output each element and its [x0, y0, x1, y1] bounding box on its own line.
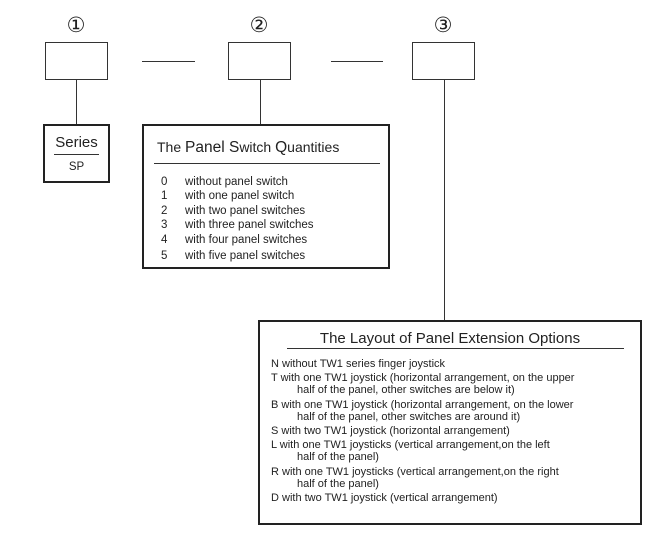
quantities-title-part: Panel S: [185, 139, 240, 156]
quantity-option: 3 with three panel switches: [161, 218, 313, 232]
separator-dash-2: [331, 61, 383, 62]
layout-options-list: N without TW1 series finger joystick T w…: [271, 358, 574, 504]
quantities-panel: The Panel Switch Quantities 0 without pan…: [142, 124, 390, 269]
quantities-title-part: uantities: [287, 139, 340, 155]
separator-dash-1: [142, 61, 195, 62]
layout-option: T with one TW1 joystick (horizontal arra…: [271, 372, 574, 396]
quantity-text: without panel switch: [185, 176, 288, 188]
connector-series: [76, 80, 77, 125]
layout-option-continuation: half of the panel, other switches are ar…: [297, 410, 521, 423]
quantity-key: 0: [161, 176, 168, 188]
quantity-text: with two panel switches: [185, 204, 306, 217]
layout-option-continuation: half of the panel): [297, 477, 379, 490]
connector-layout: [444, 80, 445, 321]
quantity-key: 3: [161, 219, 168, 232]
layout-option-line: B with one TW1 joystick (horizontal arra…: [271, 398, 574, 411]
layout-options-panel: The Layout of Panel Extension Options N …: [258, 320, 642, 525]
code-box-1: [45, 42, 108, 80]
layout-option-line: S with two TW1 joystick (horizontal arra…: [271, 425, 510, 438]
series-divider: [54, 154, 99, 155]
layout-option-line: R with one TW1 joysticks (vertical arran…: [271, 465, 559, 478]
quantity-text: with one panel switch: [185, 190, 295, 203]
layout-option: D with two TW1 joystick (vertical arrang…: [271, 492, 574, 504]
layout-option: S with two TW1 joystick (horizontal arra…: [271, 425, 574, 437]
quantity-key: 4: [161, 233, 168, 246]
quantity-key: 1: [161, 190, 168, 203]
layout-option-continuation: half of the panel): [297, 451, 379, 464]
quantity-key: 2: [161, 204, 168, 217]
quantities-title-part: witch: [239, 139, 276, 155]
quantities-title-part: Q: [275, 139, 288, 156]
series-panel: Series SP: [43, 124, 110, 183]
quantities-title: The Panel Switch Quantities: [157, 139, 339, 157]
quantities-title-part: The: [157, 139, 186, 155]
marker-3: ③: [433, 14, 453, 37]
quantity-option: 4 with four panel switches: [161, 233, 313, 247]
layout-option-line: D with two TW1 joystick (vertical arrang…: [271, 492, 498, 505]
quantities-divider: [154, 163, 380, 164]
layout-option: L with one TW1 joysticks (vertical arran…: [271, 439, 574, 463]
quantity-option: 5 with five panel switches: [161, 249, 313, 263]
layout-option-line: T with one TW1 joystick (horizontal arra…: [271, 372, 575, 385]
connector-quantities: [260, 80, 261, 125]
series-value: SP: [68, 161, 85, 173]
code-box-3: [412, 42, 475, 80]
quantity-key: 5: [161, 250, 168, 263]
layout-option-line: N without TW1 series finger joystick: [271, 358, 446, 370]
layout-option-line: L with one TW1 joysticks (vertical arran…: [271, 439, 550, 452]
quantities-list: 0 without panel switch 1 with one panel sw…: [161, 175, 313, 263]
layout-option-continuation: half of the panel, other switches are be…: [297, 384, 515, 397]
marker-2: ②: [249, 14, 269, 37]
layout-options-title: The Layout of Panel Extension Options: [319, 330, 581, 347]
marker-1: ①: [66, 14, 86, 37]
quantity-option: 2 with two panel switches: [161, 204, 313, 218]
code-box-2: [228, 42, 291, 80]
series-title: Series: [55, 134, 98, 151]
quantity-text: with five panel switches: [185, 250, 306, 263]
layout-option: N without TW1 series finger joystick: [271, 358, 574, 370]
quantity-option: 1 with one panel switch: [161, 189, 313, 203]
quantity-option: 0 without panel switch: [161, 175, 313, 189]
quantity-text: with four panel switches: [185, 233, 308, 246]
layout-options-divider: [287, 348, 624, 349]
quantity-text: with three panel switches: [185, 219, 314, 232]
layout-option: R with one TW1 joysticks (vertical arran…: [271, 466, 574, 490]
layout-option: B with one TW1 joystick (horizontal arra…: [271, 399, 574, 423]
